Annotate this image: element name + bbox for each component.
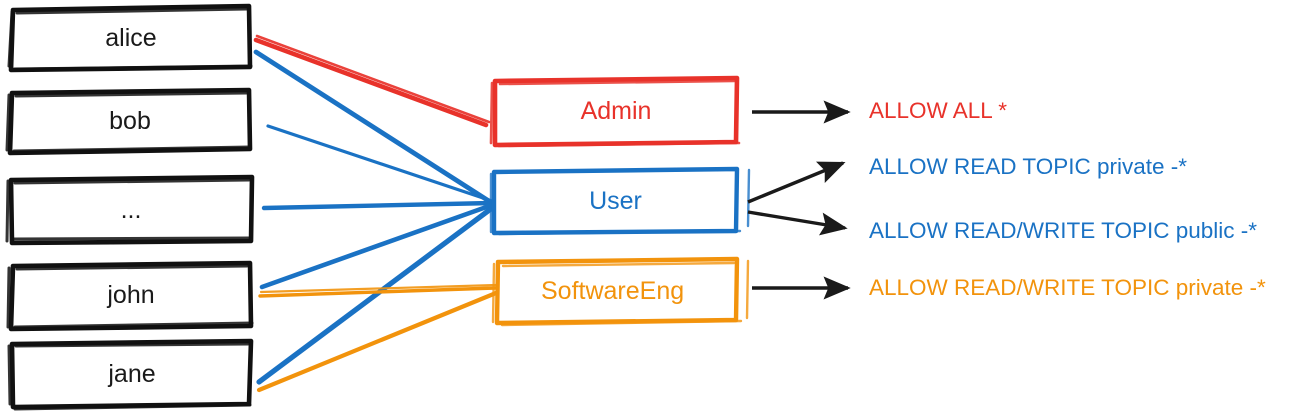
- user-node-more[interactable]: ...: [11, 178, 251, 242]
- permission-label: ALLOW ALL *: [869, 98, 1007, 123]
- user-node-john[interactable]: john: [11, 264, 251, 327]
- link-alice-admin: [253, 34, 491, 128]
- arrow-user-to-readwrite-public: [747, 210, 848, 236]
- role-node-label: User: [589, 187, 642, 215]
- user-node-label: alice: [105, 23, 157, 52]
- role-node-label: Admin: [580, 97, 652, 125]
- role-box-admin-outline: [489, 75, 741, 148]
- user-node-bob[interactable]: bob: [10, 90, 250, 152]
- role-node-softwareeng[interactable]: SoftwareEng: [495, 260, 738, 323]
- permission-label: ALLOW READ TOPIC private -*: [869, 154, 1188, 179]
- user-node-label: jane: [108, 359, 156, 388]
- link-bob-user: [266, 124, 494, 203]
- link-john-softwareeng: [258, 283, 498, 298]
- permission-label: ALLOW READ/WRITE TOPIC private -*: [869, 275, 1266, 300]
- link-more-user: [261, 200, 495, 211]
- user-node-jane[interactable]: jane: [12, 342, 252, 406]
- user-node-label: ...: [120, 195, 142, 224]
- permission-readwrite-topic-private: ALLOW READ/WRITE TOPIC private -*: [869, 275, 1266, 300]
- role-node-label: SoftwareEng: [541, 277, 685, 305]
- role-node-user[interactable]: User: [494, 170, 737, 233]
- user-node-label: bob: [109, 106, 151, 135]
- role-box-softwareeng-outline: [491, 256, 750, 327]
- user-node-alice[interactable]: alice: [11, 6, 251, 70]
- user-node-label: john: [107, 281, 155, 309]
- permission-read-topic-private: ALLOW READ TOPIC private -*: [869, 154, 1188, 179]
- link-jane-user: [256, 205, 495, 385]
- permission-allow-all: ALLOW ALL *: [869, 98, 1007, 123]
- permission-label: ALLOW READ/WRITE TOPIC public -*: [869, 218, 1258, 243]
- role-box-user-outline: [489, 166, 751, 236]
- arrow-user-to-read-private: [747, 161, 846, 204]
- link-alice-user: [253, 49, 495, 206]
- role-node-admin[interactable]: Admin: [495, 79, 737, 144]
- permission-readwrite-topic-public: ALLOW READ/WRITE TOPIC public -*: [869, 218, 1258, 243]
- link-john-user: [259, 202, 495, 290]
- user-box-outlines: [5, 3, 255, 411]
- link-jane-softwareeng: [256, 290, 499, 393]
